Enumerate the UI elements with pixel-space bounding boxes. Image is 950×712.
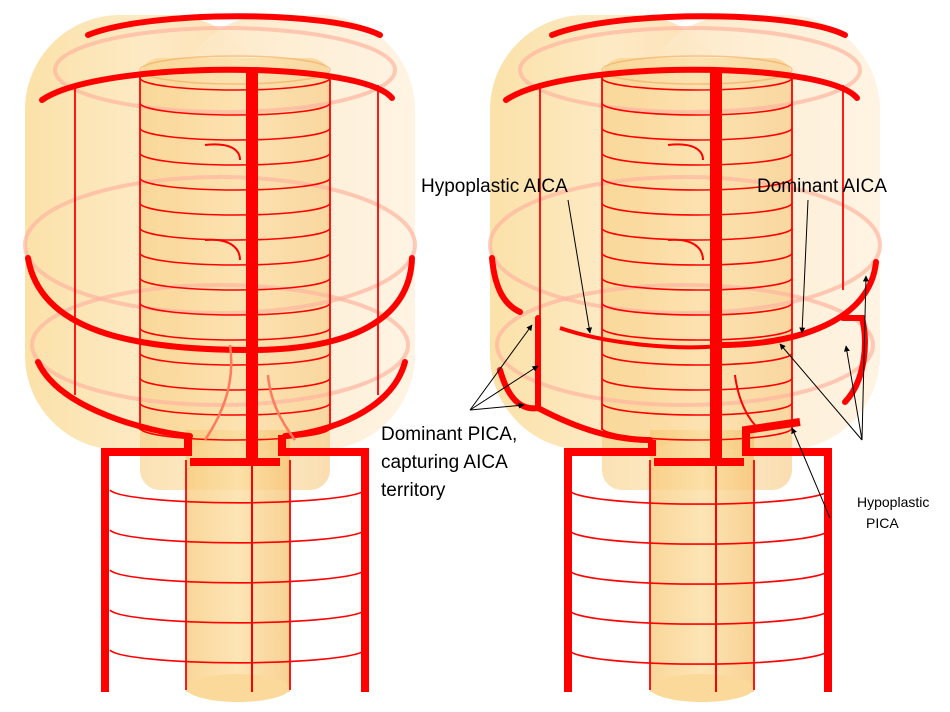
brainstem-cylinder xyxy=(140,58,330,490)
label-hypoplastic-pica-2: PICA xyxy=(866,515,899,531)
hypoplastic-aica xyxy=(559,326,721,350)
right-panel xyxy=(488,13,882,702)
label-hypoplastic-aica: Hypoplastic AICA xyxy=(421,176,568,197)
pica-left-arc xyxy=(35,359,193,439)
annotation-arrows xyxy=(469,199,869,519)
label-dominant-pica-1: Dominant PICA, xyxy=(381,424,517,445)
label-dominant-aica: Dominant AICA xyxy=(757,176,887,197)
brainstem-perforators xyxy=(139,77,331,441)
label-dominant-pica-2: capturing AICA xyxy=(381,452,508,473)
left-panel xyxy=(23,13,417,702)
labels: Hypoplastic AICA Dominant AICA Dominant … xyxy=(381,176,929,531)
dominant-aica xyxy=(715,259,879,348)
spinal-cord-cylinder xyxy=(186,430,290,692)
label-dominant-pica-3: territory xyxy=(381,480,446,501)
right-vertebral-artery xyxy=(278,435,369,692)
label-hypoplastic-pica-1: Hypoplastic xyxy=(857,494,929,510)
left-vertebral-artery xyxy=(101,435,192,692)
